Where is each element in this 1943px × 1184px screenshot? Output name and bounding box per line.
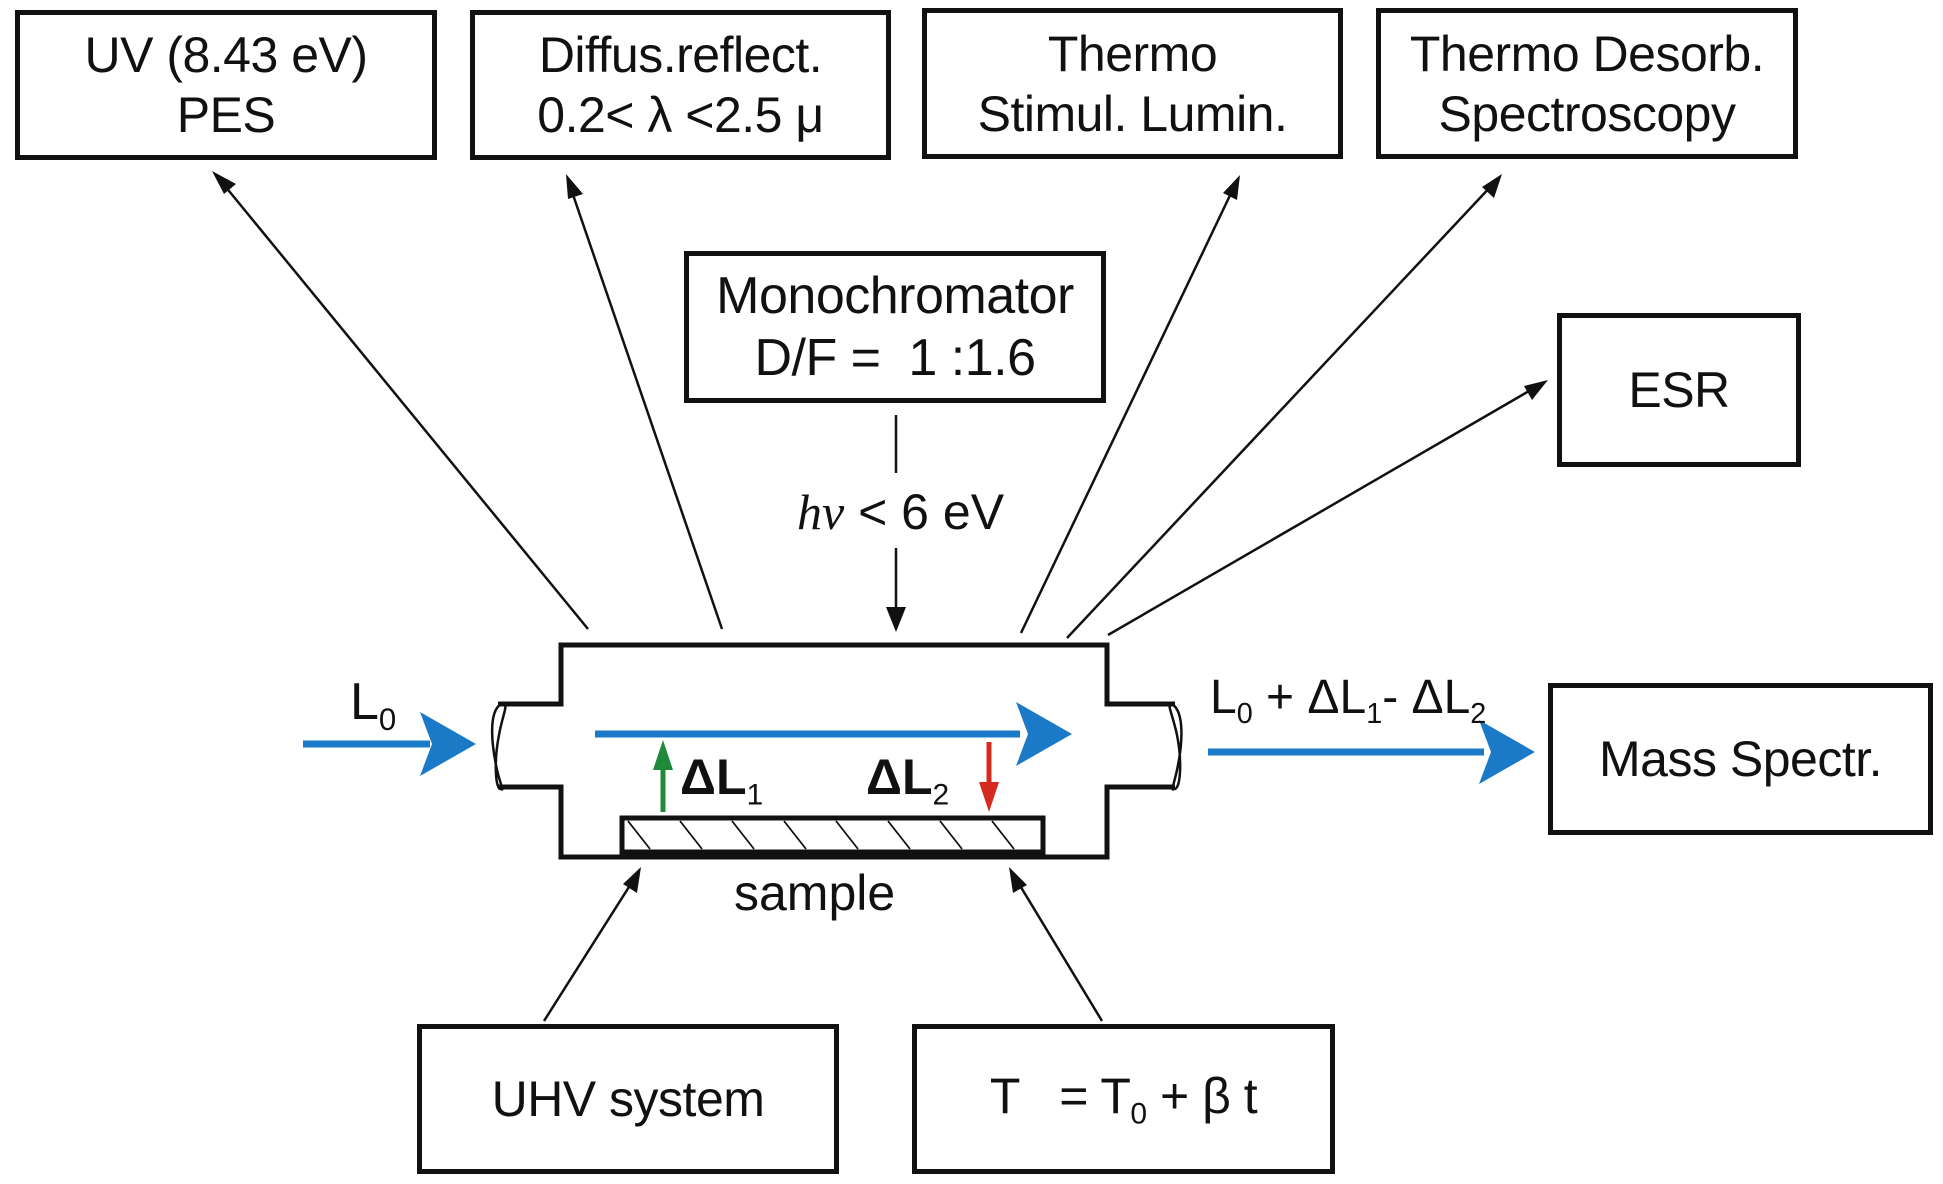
right-port-break bbox=[1168, 702, 1183, 791]
sample-label: sample bbox=[734, 865, 896, 921]
sample-plate bbox=[619, 815, 1046, 855]
temperature-formula: T = T0 + β t bbox=[989, 1066, 1258, 1133]
monochromator-line1: Monochromator bbox=[716, 266, 1074, 325]
arrow-from-uhv bbox=[542, 878, 636, 1022]
arrow-to-thermo-stimul bbox=[1019, 186, 1236, 634]
delta-l2-label: ΔL2 bbox=[866, 752, 949, 811]
output-s1: 1 bbox=[1366, 698, 1383, 731]
monochromator-line2: D/F = 1 :1.6 bbox=[754, 329, 1036, 387]
delta-l1-main: ΔL bbox=[680, 749, 747, 805]
thermo-stimul-line1: Thermo bbox=[1047, 25, 1218, 82]
beam-in-arrowhead bbox=[420, 712, 476, 776]
thermo-stimul-line2: Stimul. Lumin. bbox=[977, 85, 1288, 142]
output-plus: + ΔL bbox=[1252, 671, 1367, 724]
arrow-to-uv-pes bbox=[219, 179, 589, 630]
uhv-system-box: UHV system bbox=[417, 1024, 839, 1174]
uv-pes-line2: PES bbox=[176, 87, 276, 143]
mass-spectr-box: Mass Spectr. bbox=[1548, 683, 1933, 835]
hatch-line bbox=[991, 820, 1015, 850]
arrowhead-esr bbox=[1524, 380, 1548, 400]
esr-box: ESR bbox=[1557, 313, 1801, 467]
photon-hv: hν bbox=[797, 484, 845, 540]
arrowhead-diffuse-reflect bbox=[566, 174, 583, 199]
exchange-arrows bbox=[653, 740, 999, 812]
hatch-line bbox=[887, 820, 911, 850]
hatch-line bbox=[627, 820, 651, 850]
photon-rest: < 6 eV bbox=[844, 484, 1005, 540]
beam-inside-arrowhead bbox=[1016, 702, 1072, 766]
mass-spectr-label: Mass Spectr. bbox=[1599, 731, 1883, 787]
hatch-line bbox=[939, 820, 963, 850]
sample-hatching bbox=[627, 820, 1015, 850]
hatch-line bbox=[835, 820, 859, 850]
connector-arrows bbox=[212, 171, 1548, 1022]
uv-pes-line1: UV (8.43 eV) bbox=[84, 27, 368, 83]
temperature-sub: 0 bbox=[1130, 1097, 1147, 1131]
arrowhead-photon bbox=[886, 607, 906, 632]
sample bbox=[619, 815, 1046, 855]
thermo-desorb-line1: Thermo Desorb. bbox=[1409, 25, 1765, 82]
hatch-line bbox=[783, 820, 807, 850]
temperature-eq: = T bbox=[1059, 1067, 1131, 1124]
temperature-t: T bbox=[989, 1067, 1020, 1124]
delta-l2-main: ΔL bbox=[866, 749, 933, 805]
uhv-system-label: UHV system bbox=[491, 1071, 765, 1127]
hatch-line bbox=[731, 820, 755, 850]
beam-out-arrowhead bbox=[1479, 720, 1535, 784]
diffuse-reflect-line2: 0.2< λ <2.5 μ bbox=[537, 87, 824, 143]
arrow-from-temperature bbox=[1014, 878, 1104, 1022]
arrowhead-uhv bbox=[623, 867, 641, 893]
thermo-stimul-box: Thermo Stimul. Lumin. bbox=[922, 8, 1343, 159]
arrowhead-uv-pes bbox=[212, 171, 236, 194]
thermo-desorb-box: Thermo Desorb. Spectroscopy bbox=[1376, 8, 1798, 159]
beam-in-label: L0 bbox=[350, 676, 396, 735]
delta-l1-sub: 1 bbox=[746, 778, 764, 812]
thermo-desorb-line2: Spectroscopy bbox=[1438, 85, 1736, 142]
vacuum-chamber bbox=[490, 642, 1183, 860]
left-port-break bbox=[490, 702, 507, 791]
arrowhead-thermo-desorb bbox=[1482, 174, 1502, 198]
delta-l1-label: ΔL1 bbox=[680, 752, 763, 811]
output-minus: - ΔL bbox=[1382, 671, 1471, 724]
desorption-arrowhead bbox=[653, 740, 673, 770]
output-s0: 0 bbox=[1236, 698, 1253, 731]
diffuse-reflect-line1: Diffus.reflect. bbox=[538, 27, 823, 83]
delta-l2-sub: 2 bbox=[932, 778, 950, 812]
esr-label: ESR bbox=[1628, 362, 1730, 418]
arrowhead-temperature bbox=[1009, 867, 1027, 893]
uv-pes-box: UV (8.43 eV) PES bbox=[15, 10, 437, 160]
beam-in-sub: 0 bbox=[378, 701, 397, 737]
output-s2: 2 bbox=[1470, 698, 1487, 731]
temperature-ramp-box: T = T0 + β t bbox=[912, 1024, 1335, 1174]
arrow-to-diffuse-reflect bbox=[568, 185, 724, 630]
hatch-line bbox=[679, 820, 703, 850]
temperature-rest: + β t bbox=[1146, 1067, 1258, 1124]
arrowhead-thermo-stimul bbox=[1223, 175, 1240, 200]
output-l: L bbox=[1210, 671, 1237, 724]
chamber-outline bbox=[498, 642, 1175, 860]
arrow-to-esr bbox=[1107, 385, 1537, 637]
beam-in-main: L bbox=[350, 673, 379, 731]
monochromator-box: Monochromator D/F = 1 :1.6 bbox=[684, 251, 1106, 403]
arrow-to-thermo-desorb bbox=[1066, 182, 1495, 639]
output-beam-label: L0 + ΔL1- ΔL2 bbox=[1210, 674, 1486, 729]
adsorption-arrowhead bbox=[979, 782, 999, 812]
photon-energy-label: hν < 6 eV bbox=[797, 487, 1004, 537]
beam-arrows bbox=[303, 702, 1535, 784]
diffuse-reflect-box: Diffus.reflect. 0.2< λ <2.5 μ bbox=[470, 10, 891, 160]
